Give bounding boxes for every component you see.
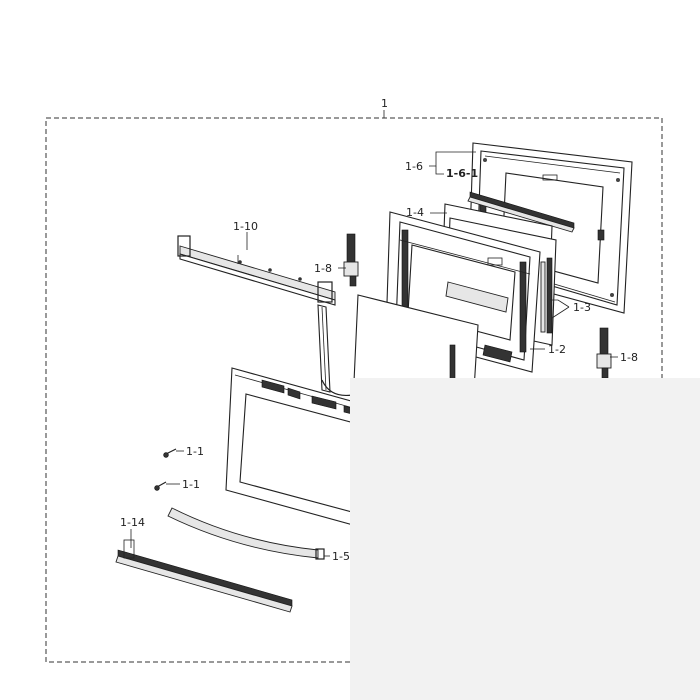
label-1-1-top: 1-1 <box>186 445 204 458</box>
label-1-6: 1-6 <box>405 160 423 173</box>
hinge-left <box>343 233 359 287</box>
door-seal-strip <box>467 191 575 233</box>
label-1-10: 1-10 <box>233 220 258 233</box>
label-1-5: 1-5 <box>332 550 350 563</box>
label-1-2: 1-2 <box>548 343 566 356</box>
door-handle <box>167 507 325 560</box>
screw-bottom <box>154 481 167 491</box>
leader-lines <box>130 151 618 557</box>
bottom-trim <box>115 539 293 613</box>
label-1-3: 1-3 <box>573 301 591 314</box>
label-1-8-right: 1-8 <box>620 351 638 364</box>
label-1-14: 1-14 <box>120 516 145 529</box>
label-1-8-left: 1-8 <box>314 262 332 275</box>
overlay-region <box>350 378 700 700</box>
screw-top <box>163 448 177 458</box>
label-1-6-1: 1-6-1 <box>446 167 478 180</box>
assembly-label: 1 <box>381 97 388 110</box>
side-seal <box>317 304 353 397</box>
hinge-right <box>596 327 612 379</box>
door-side-strips <box>540 257 553 334</box>
label-1-4: 1-4 <box>406 206 424 219</box>
label-1-1-bottom: 1-1 <box>182 478 200 491</box>
top-bracket <box>177 235 336 306</box>
